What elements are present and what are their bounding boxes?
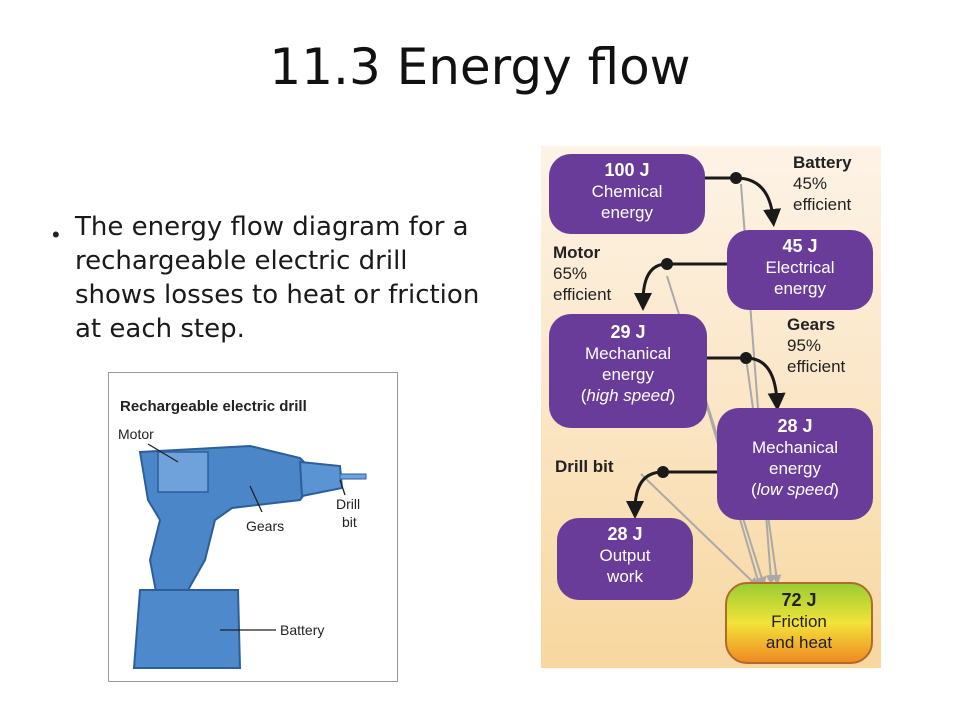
node-line1: Electrical <box>765 258 835 277</box>
node-output-work: 28 J Output work <box>557 518 693 600</box>
node-line1: Output <box>599 546 651 565</box>
node-value: 28 J <box>607 524 643 544</box>
stage-drill-bit: Drill bit <box>555 456 614 477</box>
node-value: 45 J <box>782 236 818 256</box>
node-line1: Mechanical <box>752 438 838 457</box>
node-chemical-energy: 100 J Chemical energy <box>549 154 705 234</box>
drill-battery-shape <box>132 589 242 669</box>
stage-name: Motor <box>553 243 601 262</box>
drill-label-drill: Drill <box>336 496 361 512</box>
stage-percent: 65% <box>553 264 588 283</box>
stage-efficient: efficient <box>787 357 846 376</box>
stage-percent: 45% <box>793 174 828 193</box>
flow-arrow-battery <box>704 176 782 227</box>
node-line1: Mechanical <box>585 344 671 363</box>
stage-battery: Battery 45% efficient <box>793 152 852 215</box>
drill-label-bit: bit <box>342 514 357 530</box>
flow-arrow-drillbit <box>626 470 719 519</box>
drill-bit-leader-line <box>339 479 346 496</box>
stage-efficient: efficient <box>553 285 612 304</box>
stage-percent: 95% <box>787 336 822 355</box>
node-line3: (high speed) <box>580 386 676 405</box>
stage-gears: Gears 95% efficient <box>787 314 845 377</box>
slide-title: 11.3 Energy flow <box>269 38 691 96</box>
node-friction-heat: 72 J Friction and heat <box>725 582 873 664</box>
flow-arrow-motor <box>634 262 727 311</box>
node-line2: and heat <box>765 633 833 652</box>
bullet-icon: • <box>52 222 60 247</box>
gears-leader-line <box>249 485 263 513</box>
node-line2: work <box>607 567 643 586</box>
energy-flow-diagram: 100 J Chemical energy 45 J Electrical en… <box>541 146 881 668</box>
loss-arrow-drillbit <box>640 473 759 588</box>
node-electrical-energy: 45 J Electrical energy <box>727 230 873 310</box>
node-line2: energy <box>601 203 653 222</box>
node-line2: energy <box>769 459 821 478</box>
node-value: 100 J <box>604 160 650 180</box>
flow-arrow-gears <box>707 356 786 411</box>
node-line2: energy <box>602 365 654 384</box>
stage-name: Drill bit <box>555 457 614 476</box>
node-value: 29 J <box>610 322 646 342</box>
drill-label-motor: Motor <box>118 426 154 442</box>
node-line1: Chemical <box>591 182 663 201</box>
drill-motor-shape <box>157 451 209 493</box>
drill-chuck-shape <box>298 460 344 498</box>
drill-label-battery: Battery <box>280 622 325 638</box>
drill-bit-shape <box>339 473 367 480</box>
node-line2: energy <box>774 279 826 298</box>
bullet-text: The energy flow diagram for a rechargeab… <box>75 212 480 344</box>
stage-motor: Motor 65% efficient <box>553 242 611 305</box>
node-value: 72 J <box>781 590 817 610</box>
stage-name: Gears <box>787 315 836 334</box>
drill-image-heading: Rechargeable electric drill <box>120 398 307 415</box>
drill-label-gears: Gears <box>246 518 285 534</box>
stage-efficient: efficient <box>793 195 852 214</box>
node-mechanical-high: 29 J Mechanical energy (high speed) <box>549 314 707 428</box>
node-mechanical-low: 28 J Mechanical energy (low speed) <box>717 408 873 520</box>
node-value: 28 J <box>777 416 813 436</box>
node-line1: Friction <box>771 612 827 631</box>
stage-name: Battery <box>793 153 852 172</box>
node-line3: (low speed) <box>751 480 839 499</box>
motor-leader-line <box>147 443 179 463</box>
